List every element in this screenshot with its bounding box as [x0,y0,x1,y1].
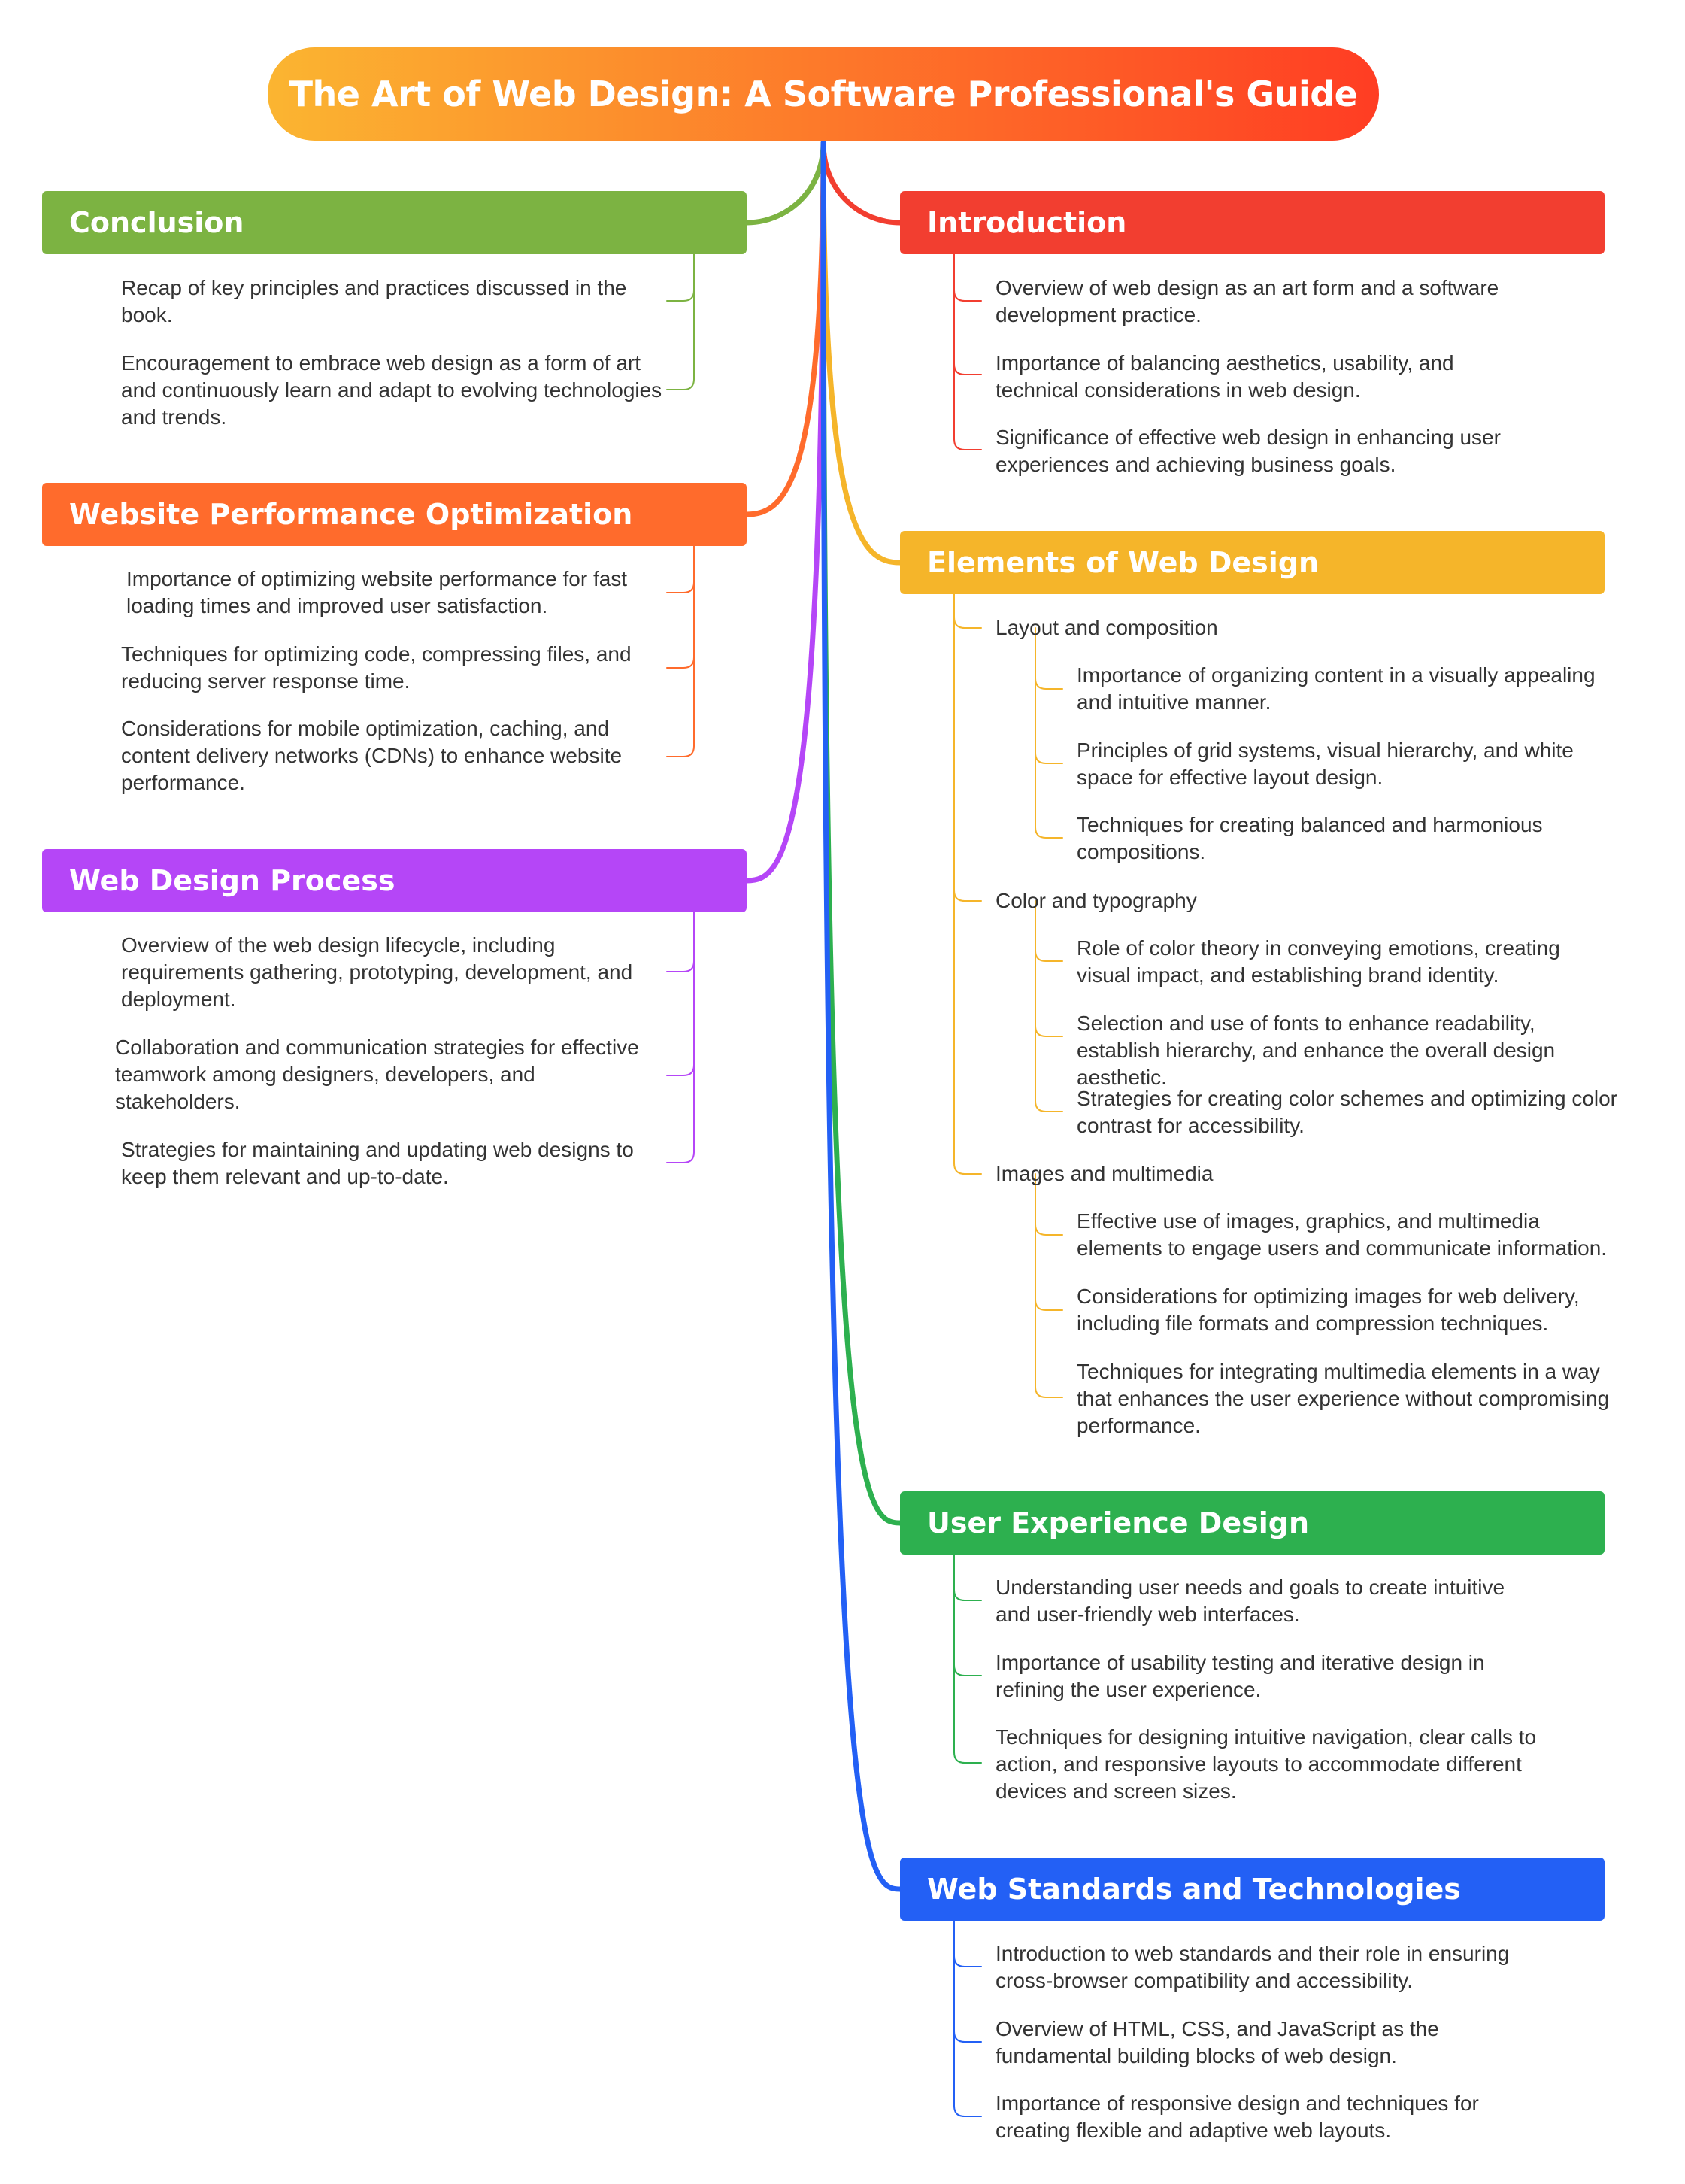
leaf-connector-standards [953,2031,982,2043]
branch-elements-of-web-design: Elements of Web Design [900,531,1605,594]
standards-item: Introduction to web standards and their … [996,1942,1510,1992]
process-item: Overview of the web design lifecycle, in… [121,933,633,1011]
branch-website-performance-optimization: Website Performance Optimization [42,483,747,546]
leaf-connector-elements [953,617,982,629]
connector-standards [820,140,903,1892]
connector-introduction [820,140,903,226]
introduction-item: Significance of effective web design in … [996,426,1501,476]
introduction-item: Overview of web design as an art form an… [996,276,1499,326]
elements-item: Strategies for creating color schemes an… [1077,1087,1618,1137]
ux-item: Techniques for designing intuitive navig… [996,1725,1537,1803]
leaf-connector-elements [1035,827,1063,839]
leaf-connector-process [666,960,695,972]
elements-item: Selection and use of fonts to enhance re… [1077,1012,1556,1089]
leaf-connector-ux [953,1589,982,1601]
leaf-connector-elements [953,1163,982,1175]
leaf-connector-standards [953,2105,982,2117]
leaf-connector-performance [666,657,695,669]
leaf-connector-elements [1035,1025,1063,1037]
leaf-connector-elements [953,890,982,902]
leaf-connector-ux [953,1664,982,1676]
leaf-connector-performance [666,745,695,757]
mind-map-title: The Art of Web Design: A Software Profes… [268,47,1379,141]
leaf-connector-introduction [953,363,982,375]
leaf-connector-process [666,1151,695,1163]
standards-item: Importance of responsive design and tech… [996,2091,1479,2142]
connector-process [744,140,826,884]
elements-item: Effective use of images, graphics, and m… [1077,1209,1608,1260]
performance-item: Importance of optimizing website perform… [126,567,628,617]
branch-user-experience-design: User Experience Design [900,1491,1605,1555]
leaf-connector-elements [1035,950,1063,962]
connector-conclusion [744,140,826,226]
branch-conclusion: Conclusion [42,191,747,254]
connector-elements [820,140,903,566]
elements-item: Role of color theory in conveying emotio… [1077,936,1560,987]
elements-item: Considerations for optimizing images for… [1077,1285,1580,1335]
leaf-connector-elements [1035,1224,1063,1236]
process-item: Collaboration and communication strategi… [115,1036,639,1113]
leaf-connector-standards [953,1955,982,1967]
leaf-connector-conclusion [666,290,695,302]
elements-item: Techniques for creating balanced and har… [1077,813,1543,863]
elements-subtopic-color-typography: Color and typography [996,889,1197,912]
leaf-connector-elements [1035,752,1063,764]
performance-item: Techniques for optimizing code, compress… [121,642,632,693]
elements-item: Techniques for integrating multimedia el… [1077,1360,1610,1437]
elements-subtopic-images-multimedia: Images and multimedia [996,1162,1214,1185]
conclusion-item: Encouragement to embrace web design as a… [121,351,662,429]
introduction-item: Importance of balancing aesthetics, usab… [996,351,1454,402]
branch-introduction: Introduction [900,191,1605,254]
leaf-connector-introduction [953,290,982,302]
branch-web-standards-and-technologies: Web Standards and Technologies [900,1858,1605,1921]
process-item: Strategies for maintaining and updating … [121,1138,634,1188]
leaf-connector-performance [666,581,695,593]
performance-item: Considerations for mobile optimization, … [121,717,623,794]
ux-item: Understanding user needs and goals to cr… [996,1576,1505,1626]
elements-item: Importance of organizing content in a vi… [1077,663,1596,714]
elements-subtopic-layout: Layout and composition [996,616,1218,639]
branch-web-design-process: Web Design Process [42,849,747,912]
leaf-connector-elements [1035,1386,1063,1398]
elements-item: Principles of grid systems, visual hiera… [1077,739,1574,789]
leaf-connector-elements [1035,678,1063,690]
standards-item: Overview of HTML, CSS, and JavaScript as… [996,2017,1439,2067]
leaf-connector-process [666,1064,695,1076]
leaf-connector-elements [1035,1299,1063,1311]
conclusion-item: Recap of key principles and practices di… [121,276,627,326]
leaf-connector-introduction [953,438,982,450]
leaf-connector-ux [953,1752,982,1764]
ux-item: Importance of usability testing and iter… [996,1651,1485,1701]
leaf-connector-elements [1035,1100,1063,1112]
leaf-connector-conclusion [666,378,695,390]
connector-performance [744,140,826,517]
